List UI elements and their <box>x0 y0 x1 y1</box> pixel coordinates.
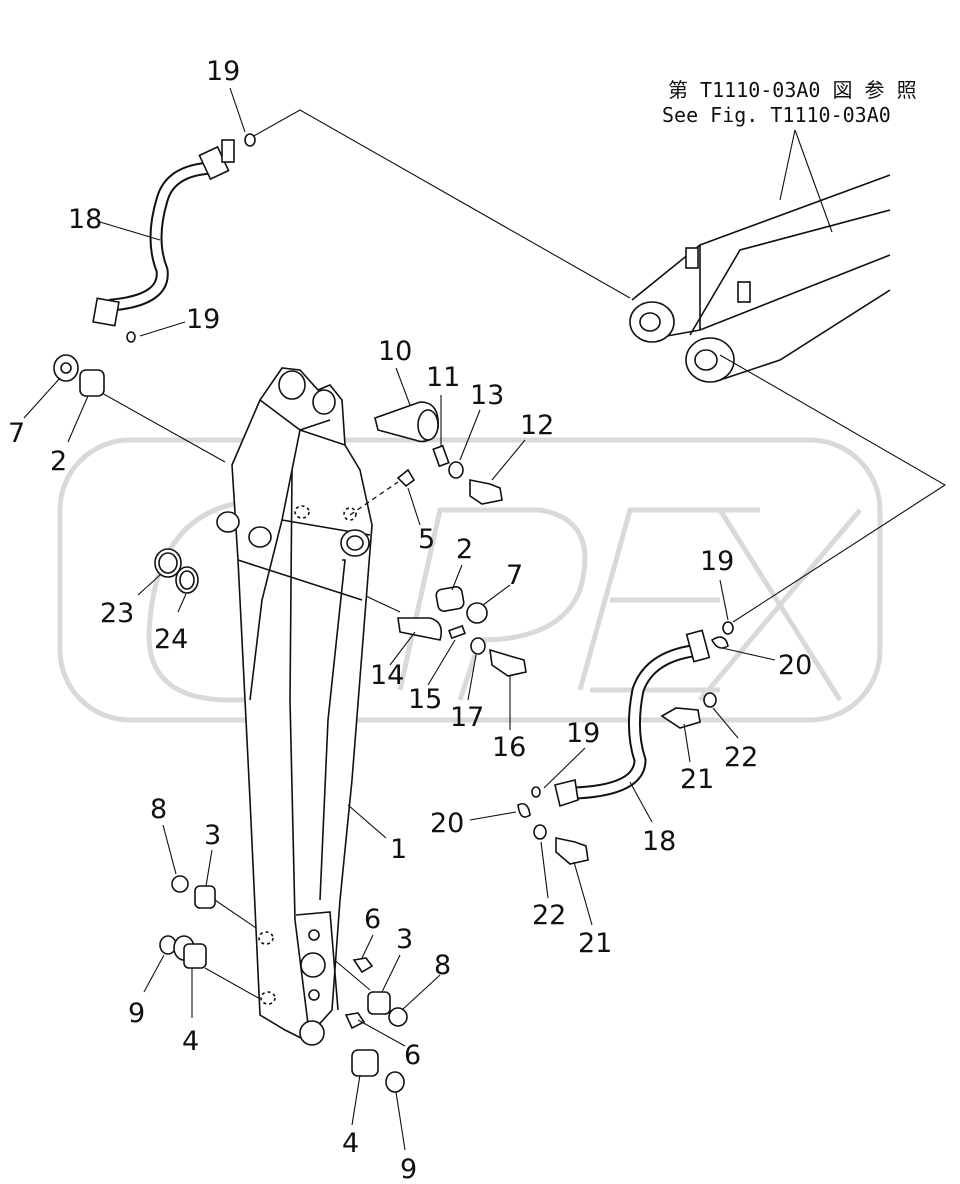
label-2: 2 <box>456 534 473 565</box>
label-19: 19 <box>566 718 600 749</box>
label-18: 18 <box>68 204 102 235</box>
o-ring-19 <box>722 621 734 635</box>
label-24: 24 <box>154 624 188 655</box>
label-22: 22 <box>724 742 758 773</box>
label-19: 19 <box>700 546 734 577</box>
label-9: 9 <box>400 1154 417 1184</box>
label-14: 14 <box>370 660 404 691</box>
clamp-20 <box>710 636 729 649</box>
label-leaders <box>23 87 776 1151</box>
label-12: 12 <box>520 410 554 441</box>
label-20: 20 <box>778 650 812 681</box>
part-labels: 19 18 19 10 11 13 12 7 2 5 2 7 23 24 14 … <box>8 56 812 1184</box>
o-ring-19 <box>126 331 136 343</box>
label-19: 19 <box>186 304 220 335</box>
hose-18-lower <box>554 629 711 808</box>
label-5: 5 <box>418 524 435 555</box>
label-7: 7 <box>8 418 25 449</box>
hose-18-upper <box>92 139 235 327</box>
reference-arrow-1 <box>779 129 796 201</box>
label-21: 21 <box>680 764 714 795</box>
watermark <box>57 437 883 723</box>
label-10: 10 <box>378 336 412 367</box>
label-1: 1 <box>390 834 407 865</box>
label-2: 2 <box>50 446 67 477</box>
label-21: 21 <box>578 928 612 959</box>
upper-boom-reference <box>629 174 891 383</box>
label-3: 3 <box>396 924 413 955</box>
label-4: 4 <box>182 1026 199 1057</box>
reference-jp: 第 T1110-03A0 図 参 照 <box>668 78 917 102</box>
reference-en: See Fig. T1110-03A0 <box>662 103 891 127</box>
label-16: 16 <box>492 732 526 763</box>
label-18: 18 <box>642 826 676 857</box>
grease-leader <box>349 481 399 516</box>
label-17: 17 <box>450 702 484 733</box>
label-7: 7 <box>506 560 523 591</box>
small-parts <box>53 354 717 1093</box>
reference-arrow-2 <box>794 129 833 233</box>
label-20: 20 <box>430 808 464 839</box>
label-9: 9 <box>128 998 145 1029</box>
label-15: 15 <box>408 684 442 715</box>
label-22: 22 <box>532 900 566 931</box>
label-11: 11 <box>426 362 460 393</box>
label-4: 4 <box>342 1128 359 1159</box>
label-8: 8 <box>434 950 451 981</box>
label-23: 23 <box>100 598 134 629</box>
label-3: 3 <box>204 820 221 851</box>
arm-body <box>216 367 373 1046</box>
o-ring-19 <box>531 786 541 798</box>
label-6: 6 <box>404 1040 421 1071</box>
label-19: 19 <box>206 56 240 87</box>
label-8: 8 <box>150 794 167 825</box>
leader-lines <box>99 109 947 1001</box>
o-ring-19 <box>244 133 256 147</box>
label-6: 6 <box>364 904 381 935</box>
clamp-20 <box>517 802 531 818</box>
label-13: 13 <box>470 380 504 411</box>
